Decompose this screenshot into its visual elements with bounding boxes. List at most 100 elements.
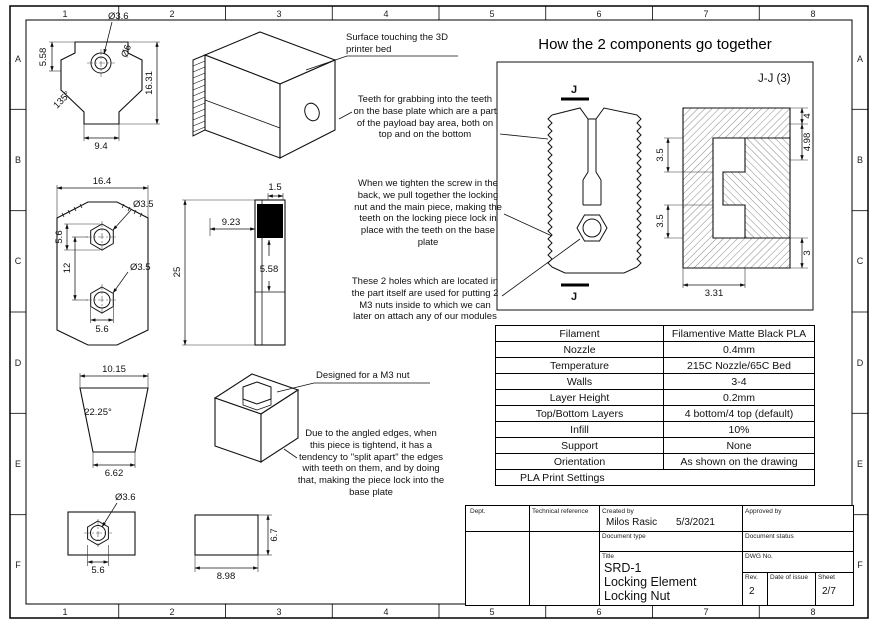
annotation-teeth: Teeth for grabbing into the teeth on the… bbox=[353, 94, 497, 141]
title-block-divider bbox=[529, 506, 530, 605]
setting-value-cell: 10% bbox=[663, 421, 815, 438]
annotation-split: Due to the angled edges, when this piece… bbox=[297, 428, 445, 498]
title-label: Title bbox=[602, 553, 615, 560]
setting-value-cell: 4 bottom/4 top (default) bbox=[663, 405, 815, 422]
setting-label-cell: Infill bbox=[495, 421, 664, 438]
dim-label: Ø3.5 bbox=[130, 262, 151, 273]
setting-value-cell: 215C Nozzle/65C Bed bbox=[663, 357, 815, 374]
dim-label: Ø3.6 bbox=[108, 11, 129, 22]
setting-label-cell: Temperature bbox=[495, 357, 664, 374]
dim-label: 5.6 bbox=[95, 324, 108, 335]
dim-label: 9.4 bbox=[94, 141, 107, 152]
created-by-label: Created by bbox=[602, 508, 634, 515]
sheet-value: 2/7 bbox=[822, 586, 836, 597]
annotation-m3nut: Designed for a M3 nut bbox=[316, 370, 410, 381]
date-created-value: 5/3/2021 bbox=[676, 517, 715, 528]
section-title: J-J (3) bbox=[758, 73, 791, 85]
dim-label: 1.5 bbox=[268, 182, 281, 193]
frame-row-label: F bbox=[857, 560, 863, 570]
title-block-divider bbox=[466, 531, 853, 532]
leader-lines bbox=[276, 55, 581, 459]
view-nut-side: 8.98 6.7 bbox=[194, 514, 280, 582]
sheet-label: Sheet bbox=[818, 574, 835, 581]
created-by-value: Milos Rasic bbox=[606, 517, 658, 528]
table-footer-cell: PLA Print Settings bbox=[495, 469, 815, 486]
frame-col-label: 8 bbox=[810, 607, 815, 617]
drawing-title-line1: SRD-1 bbox=[604, 561, 642, 575]
setting-label-cell: Filament bbox=[495, 325, 664, 342]
section-view-jj: 3.5 3.5 4 4.98 3 3.31 bbox=[655, 107, 813, 299]
view-nut-iso bbox=[213, 373, 300, 464]
title-block-divider bbox=[815, 572, 816, 605]
setting-value-cell: None bbox=[663, 437, 815, 454]
frame-col-label: 3 bbox=[276, 607, 281, 617]
annotation-surface: Surface touching the 3D printer bed bbox=[346, 32, 448, 55]
dim-label: 3.5 bbox=[655, 214, 666, 227]
view-nut-top: Ø3.6 5.6 bbox=[67, 492, 136, 576]
setting-label-cell: Orientation bbox=[495, 453, 664, 470]
dim-label: 5.58 bbox=[38, 48, 49, 67]
frame-labels: 1 2 3 4 5 6 7 8 1 2 3 4 5 6 7 8 A B C D … bbox=[15, 9, 864, 617]
frame-row-label: B bbox=[857, 155, 863, 165]
title-block-divider bbox=[599, 551, 853, 552]
document-status-label: Document status bbox=[745, 533, 794, 540]
dim-label: 6.7 bbox=[269, 528, 280, 541]
approved-by-label: Approved by bbox=[745, 508, 782, 515]
view-main-piece-side: 25 1.5 9.23 5.58 bbox=[172, 182, 286, 346]
dim-label: 3 bbox=[802, 250, 813, 255]
frame-col-label: 4 bbox=[383, 9, 388, 19]
setting-value-cell: 0.2mm bbox=[663, 389, 815, 406]
dim-label: 10.15 bbox=[102, 364, 126, 375]
setting-value-cell: As shown on the drawing bbox=[663, 453, 815, 470]
dim-label: 16.4 bbox=[93, 176, 112, 187]
section-mark-top: J bbox=[571, 84, 577, 96]
dim-label: 5.6 bbox=[54, 230, 65, 243]
frame-row-label: A bbox=[857, 54, 863, 64]
date-of-issue-label: Date of issue bbox=[770, 574, 808, 581]
document-type-label: Document type bbox=[602, 533, 646, 540]
frame-row-label: A bbox=[15, 54, 21, 64]
frame-row-label: B bbox=[15, 155, 21, 165]
title-block-divider bbox=[767, 572, 768, 605]
setting-label-cell: Nozzle bbox=[495, 341, 664, 358]
rev-label: Rev. bbox=[745, 574, 758, 581]
frame-col-label: 1 bbox=[62, 607, 67, 617]
annotation-tighten: When we tighten the screw in the back, w… bbox=[354, 178, 502, 248]
frame-row-label: E bbox=[857, 459, 863, 469]
dim-label: 12 bbox=[62, 263, 73, 274]
drawing-title-line3: Locking Nut bbox=[604, 589, 671, 603]
frame-row-label: D bbox=[857, 358, 864, 368]
dim-label: 8.98 bbox=[217, 571, 236, 582]
dim-label: 9.23 bbox=[222, 217, 241, 228]
dim-label: 3.5 bbox=[655, 148, 666, 161]
frame-col-label: 2 bbox=[169, 607, 174, 617]
frame-col-label: 5 bbox=[489, 607, 494, 617]
frame-col-label: 7 bbox=[703, 607, 708, 617]
view-main-piece-iso bbox=[192, 31, 337, 159]
setting-label-cell: Layer Height bbox=[495, 389, 664, 406]
setting-label-cell: Top/Bottom Layers bbox=[495, 405, 664, 422]
frame-row-label: C bbox=[15, 256, 22, 266]
section-mark-bottom: J bbox=[571, 291, 577, 303]
assembly-heading: How the 2 components go together bbox=[538, 36, 772, 53]
dim-label: 3.31 bbox=[705, 288, 724, 299]
frame-col-label: 7 bbox=[703, 9, 708, 19]
frame-col-label: 5 bbox=[489, 9, 494, 19]
dim-label: 6.62 bbox=[105, 468, 124, 479]
dim-label: 16.31 bbox=[144, 71, 155, 95]
dept-label: Dept. bbox=[470, 508, 486, 515]
setting-label-cell: Support bbox=[495, 437, 664, 454]
frame bbox=[9, 5, 869, 619]
view-nut-wedge-front: 10.15 22.25° 6.62 bbox=[79, 364, 149, 479]
frame-col-label: 3 bbox=[276, 9, 281, 19]
dim-label: 5.58 bbox=[260, 264, 279, 275]
frame-col-label: 2 bbox=[169, 9, 174, 19]
